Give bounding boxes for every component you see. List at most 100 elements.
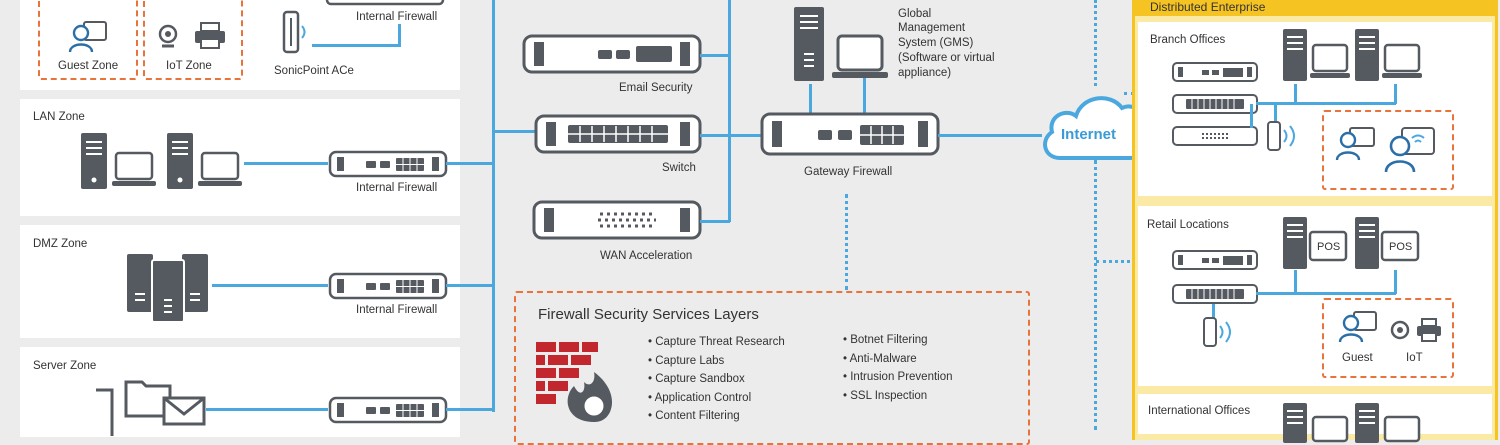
service-item: SSL Inspection: [843, 387, 953, 406]
branch-user-zone-box: [1322, 110, 1454, 190]
webcam-icon: [1390, 320, 1410, 340]
services-list-col2: Botnet Filtering Anti-Malware Intrusion …: [843, 331, 953, 405]
link: [1294, 270, 1297, 294]
gateway-firewall-label: Gateway Firewall: [804, 166, 893, 178]
wan-acceleration-label: WAN Acceleration: [600, 250, 693, 262]
service-item: Application Control: [648, 389, 785, 408]
internal-firewall-label: Internal Firewall: [356, 304, 438, 316]
webcam-icon: [158, 24, 178, 48]
link: [700, 220, 730, 223]
link: [1212, 304, 1215, 318]
internal-firewall-icon: [328, 272, 448, 300]
link: [212, 284, 328, 287]
laptop-icon: [198, 151, 242, 186]
intl-server-icon: [1355, 403, 1379, 443]
branch-firewall-icon: [1172, 62, 1258, 82]
guest-zone-label: Guest Zone: [58, 60, 119, 72]
intl-server-icon: [1283, 403, 1307, 443]
lan-zone-title: LAN Zone: [33, 111, 85, 123]
enterprise-title: Distributed Enterprise: [1150, 0, 1266, 14]
link: [1256, 102, 1396, 105]
link: [700, 134, 762, 137]
service-item: Intrusion Prevention: [843, 368, 952, 387]
service-item: Capture Sandbox: [648, 370, 785, 389]
switch-icon: [534, 114, 702, 154]
branch-server-icon: [1355, 29, 1379, 81]
link: [1274, 104, 1277, 130]
iot-zone-label: IoT Zone: [166, 60, 212, 72]
laptop-icon: [112, 151, 156, 186]
link: [1256, 292, 1396, 295]
link: [244, 162, 328, 165]
wan-acceleration-appliance-icon: [532, 200, 702, 240]
management-server-icon: [794, 7, 888, 81]
retail-access-point-icon: [1203, 317, 1231, 347]
guest-label: Guest: [1342, 352, 1373, 364]
printer-icon: [195, 22, 225, 49]
service-item: Anti-Malware: [843, 350, 953, 369]
iot-zone-box: [143, 0, 243, 80]
branch-server-icon: [1283, 29, 1307, 81]
link: [492, 0, 495, 412]
server-icon: [81, 133, 107, 189]
file-folder-email-icon: [96, 380, 206, 436]
dotted-link: [1094, 0, 1097, 86]
intl-monitor-icon: [1311, 415, 1349, 443]
user-icon: [1335, 127, 1375, 161]
link: [398, 24, 401, 47]
retail-firewall-icon: [1172, 250, 1258, 270]
pos-terminal-icon: [1355, 217, 1420, 269]
wireless-access-point-icon: [282, 10, 306, 54]
internal-firewall-label-top: Internal Firewall: [356, 11, 438, 23]
email-security-label: Email Security: [619, 82, 693, 94]
brick-firewall-icon: [536, 342, 613, 422]
retail-locations-title: Retail Locations: [1147, 219, 1229, 231]
dotted-link: [845, 194, 848, 290]
internal-firewall-icon: [328, 150, 448, 178]
internal-firewall-label: Internal Firewall: [356, 182, 438, 194]
link: [446, 162, 494, 165]
service-item: Content Filtering: [648, 407, 785, 426]
services-title: Firewall Security Services Layers: [538, 306, 759, 323]
link: [863, 78, 866, 114]
guest-user-icon: [1338, 311, 1377, 343]
branch-offices-title: Branch Offices: [1150, 34, 1226, 46]
branch-laptop-icon: [1382, 43, 1422, 78]
link: [312, 44, 400, 47]
internet-label: Internet: [1061, 126, 1117, 143]
service-item: Capture Threat Research: [648, 333, 785, 352]
link: [1394, 84, 1397, 104]
branch-access-point-icon: [1267, 121, 1295, 151]
printer-icon: [1417, 318, 1441, 342]
pos-label: POS: [1389, 241, 1413, 253]
dmz-zone-title: DMZ Zone: [33, 238, 88, 250]
firewall-icon: [325, 0, 445, 6]
iot-label: IoT: [1406, 352, 1423, 364]
service-item: Capture Labs: [648, 352, 785, 371]
dotted-link: [1094, 160, 1097, 430]
services-list-col1: Capture Threat Research Capture Labs Cap…: [648, 333, 785, 426]
sonicpoint-label: SonicPoint ACe: [274, 65, 354, 77]
gms-label-2: Management: [898, 22, 966, 34]
link: [728, 0, 731, 222]
link: [1394, 270, 1397, 294]
internal-firewall-icon: [328, 396, 448, 424]
link: [700, 54, 730, 57]
branch-switch-icon: [1172, 94, 1258, 114]
enterprise-header: [1132, 0, 1498, 16]
user-icon: [68, 21, 107, 53]
intl-monitor-icon: [1383, 415, 1421, 443]
link: [446, 284, 494, 287]
server-cluster-icon: [127, 254, 208, 323]
link: [938, 134, 1042, 137]
server-zone-title: Server Zone: [33, 360, 97, 372]
gms-label-4: (Software or virtual: [898, 52, 995, 64]
retail-guest-iot-box: [1322, 298, 1454, 378]
international-offices-title: International Offices: [1148, 405, 1251, 417]
guest-zone-box: [38, 0, 138, 80]
link: [446, 408, 494, 411]
service-item: Botnet Filtering: [843, 331, 953, 350]
branch-laptop-icon: [1310, 43, 1350, 78]
email-security-appliance-icon: [522, 34, 702, 74]
retail-switch-icon: [1172, 284, 1258, 304]
